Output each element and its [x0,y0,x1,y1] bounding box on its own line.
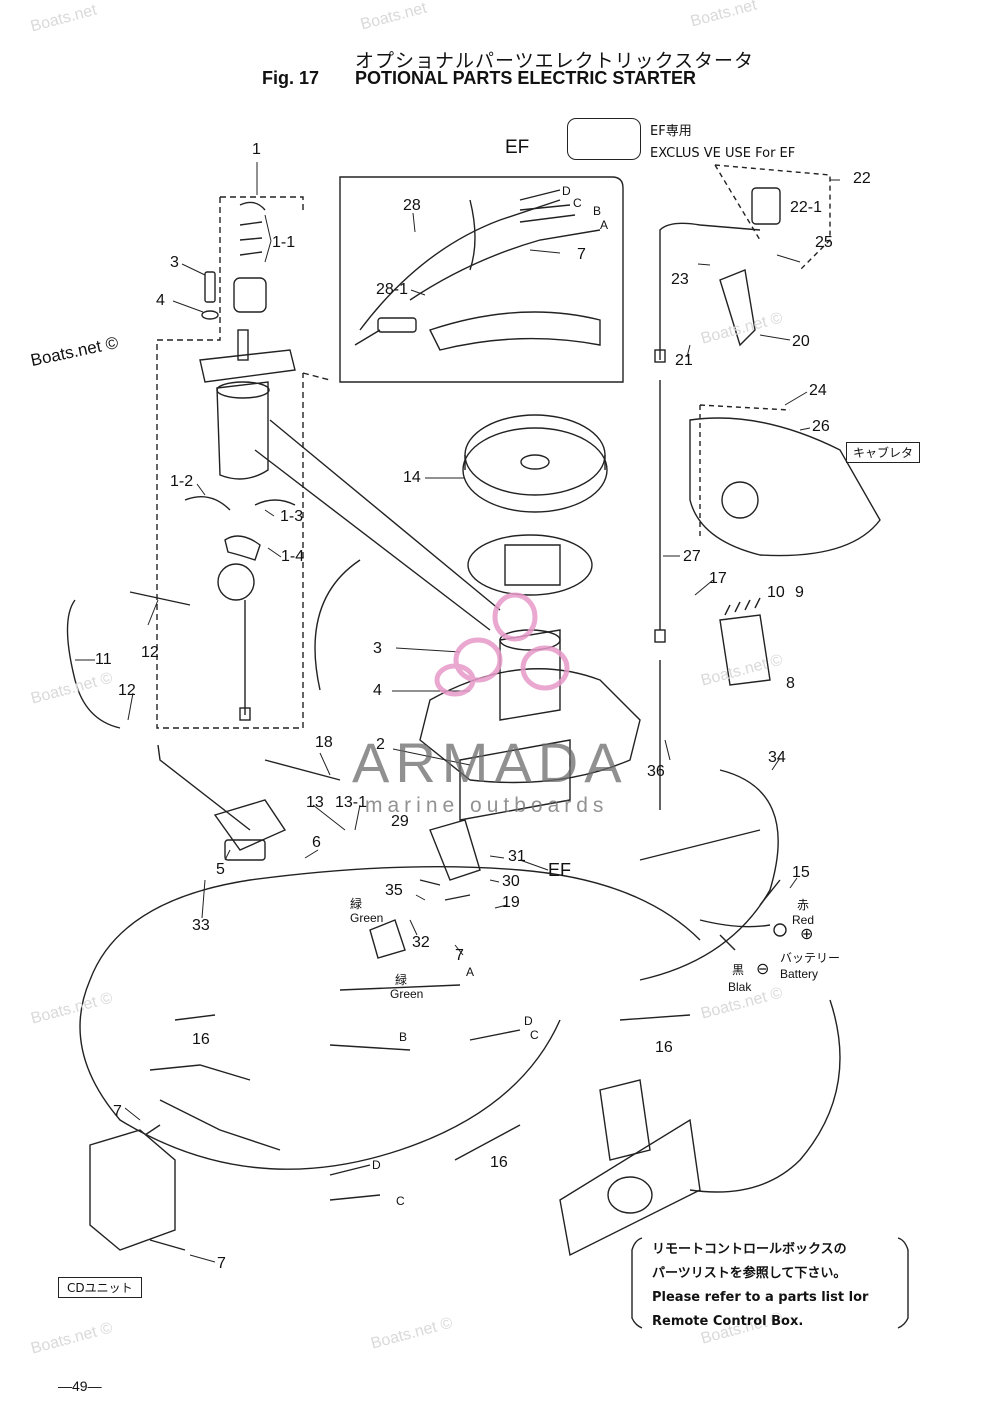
connector-d: D [524,1014,533,1028]
wire-green-en: Green [350,911,384,925]
callout-1-4: 1-4 [281,548,305,565]
callout-1-1: 1-1 [272,234,296,251]
callout-1-3: 1-3 [280,508,304,525]
callout-8: 8 [786,675,795,692]
callout-30: 30 [502,873,520,890]
battery-label-en: Battery [780,967,819,981]
callout-13-1: 13-1 [335,794,368,811]
callout-27: 27 [683,548,701,565]
remote-control-box-note: リモートコントロールボックスの パーツリストを参照して下さい。 Please r… [652,1238,868,1334]
ef-legend-en: EXCLUS VE USE For EF [650,146,796,161]
callout-36: 36 [647,763,665,780]
callout-7: 7 [113,1103,122,1120]
callout-24: 24 [809,382,827,399]
callout-22-1: 22-1 [790,199,823,216]
callout-3: 3 [170,254,179,271]
note-line: Remote Control Box. [652,1314,804,1329]
callout-14: 14 [403,469,421,486]
callout-23: 23 [671,271,689,288]
wire-black-jp: 黒 [732,963,745,977]
connector-b: B [399,1030,408,1044]
callout-29: 29 [391,813,409,830]
callout-28-1: 28-1 [376,281,409,298]
connector-d: D [562,184,571,198]
callout-28: 28 [403,197,421,214]
callout-7: 7 [217,1255,226,1272]
callout-4: 4 [156,292,165,309]
callout-32: 32 [412,934,430,951]
callout-21: 21 [675,352,693,369]
callout-15: 15 [792,864,810,881]
battery-label-jp: バッテリー [780,951,841,965]
callout-16: 16 [490,1154,508,1171]
note-line: パーツリストを参照して下さい。 [652,1266,847,1281]
callout-11: 11 [95,651,112,668]
callout-18: 18 [315,734,333,751]
connector-a: A [466,965,475,979]
callout-3: 3 [373,640,382,657]
callout-19: 19 [502,894,520,911]
wire-green-jp: 緑 [395,973,408,987]
ef-legend-text: EF専用 EXCLUS VE USE For EF [650,121,795,165]
wire-red-en: Red [792,913,815,927]
figure-number: Fig. 17 [262,68,320,88]
wire-black-en: Blak [728,980,752,994]
callout-12: 12 [118,682,136,699]
callout-31: 31 [508,848,526,865]
callout-16: 16 [192,1031,210,1048]
callout-7: 7 [455,947,464,964]
ef-legend-box [567,118,641,160]
callout-26: 26 [812,418,830,435]
callout-4: 4 [373,682,382,699]
wire-red-jp: 赤 [797,898,810,912]
connector-a: A [600,218,609,232]
figure-title-english: POTIONAL PARTS ELECTRIC STARTER [355,68,697,88]
ef-inset-label: EF [505,137,530,158]
page-number: ―49― [58,1378,102,1394]
callout-1: 1 [252,141,261,158]
callout-7: 7 [577,246,586,263]
armada-logo-subtitle: marine outboards [365,794,609,817]
battery-negative-icon: ⊖ [756,961,770,978]
connector-b: B [593,204,602,218]
callout-12: 12 [141,644,159,661]
connector-c: C [396,1194,405,1208]
ef-legend-jp: EF専用 [650,124,692,139]
callout-2: 2 [376,736,385,753]
callout-6: 6 [312,834,321,851]
callout-13: 13 [306,794,324,811]
callout-10: 10 [767,584,785,601]
callout-1-2: 1-2 [170,473,194,490]
armada-logo-text: ARMADA [352,731,628,794]
callout-16: 16 [655,1039,673,1056]
connector-c: C [530,1028,539,1042]
callout-5: 5 [216,861,225,878]
carburetor-label: キャブレタ [846,442,921,463]
connector-c: C [573,196,582,210]
wire-green-en: Green [390,987,424,1001]
callout-25: 25 [815,234,833,251]
callout-22: 22 [853,170,871,187]
note-line: Please refer to a parts list lor [652,1290,869,1305]
battery-positive-icon: ⊕ [800,926,814,943]
callout-9: 9 [795,584,804,601]
cd-unit-label: CDユニット [58,1277,142,1298]
note-line: リモートコントロールボックスの [652,1242,847,1257]
connector-d: D [372,1158,381,1172]
ef-side-label: EF [548,860,572,880]
callout-35: 35 [385,882,403,899]
figure-title-japanese: オプショナルパーツエレクトリックスタータ [355,50,755,72]
wire-green-jp: 緑 [350,897,363,911]
callout-34: 34 [768,749,786,766]
callout-17: 17 [709,570,727,587]
callout-33: 33 [192,917,210,934]
callout-20: 20 [792,333,810,350]
